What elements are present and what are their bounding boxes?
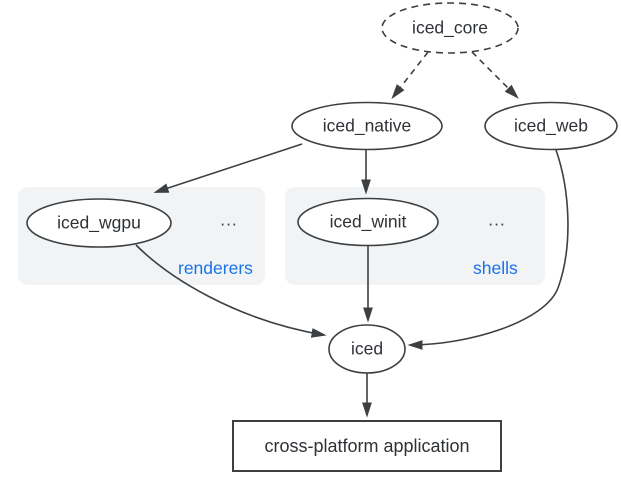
node-label-iced-web: iced_web xyxy=(514,115,588,136)
node-cross-platform-application: cross-platform application xyxy=(232,420,502,472)
edge-core-to-web xyxy=(471,51,517,97)
renderers-ellipsis: ... xyxy=(220,209,238,230)
node-ellipse-iced-native xyxy=(291,101,443,151)
node-label-iced-winit: iced_winit xyxy=(329,211,407,232)
node-ellipse-iced-core xyxy=(381,2,519,54)
node-label-cross-platform-application: cross-platform application xyxy=(264,435,470,456)
node-label-iced: iced xyxy=(350,338,384,359)
node-label-iced-wgpu: iced_wgpu xyxy=(57,212,141,233)
node-ellipse-iced-wgpu xyxy=(26,198,172,248)
edge-wgpu-to-iced xyxy=(135,244,324,335)
node-label-iced-core: iced_core xyxy=(412,17,488,38)
shells-ellipsis: ... xyxy=(488,209,506,230)
group-label-renderers: renderers xyxy=(178,258,253,278)
edge-core-to-native xyxy=(393,51,429,97)
edge-native-to-wgpu xyxy=(156,143,303,192)
node-label-iced-native: iced_native xyxy=(322,115,412,136)
edge-web-to-iced xyxy=(410,149,569,345)
group-label-shells: shells xyxy=(473,258,518,278)
node-ellipse-iced-winit xyxy=(297,197,439,247)
node-ellipse-iced-web xyxy=(484,101,618,151)
